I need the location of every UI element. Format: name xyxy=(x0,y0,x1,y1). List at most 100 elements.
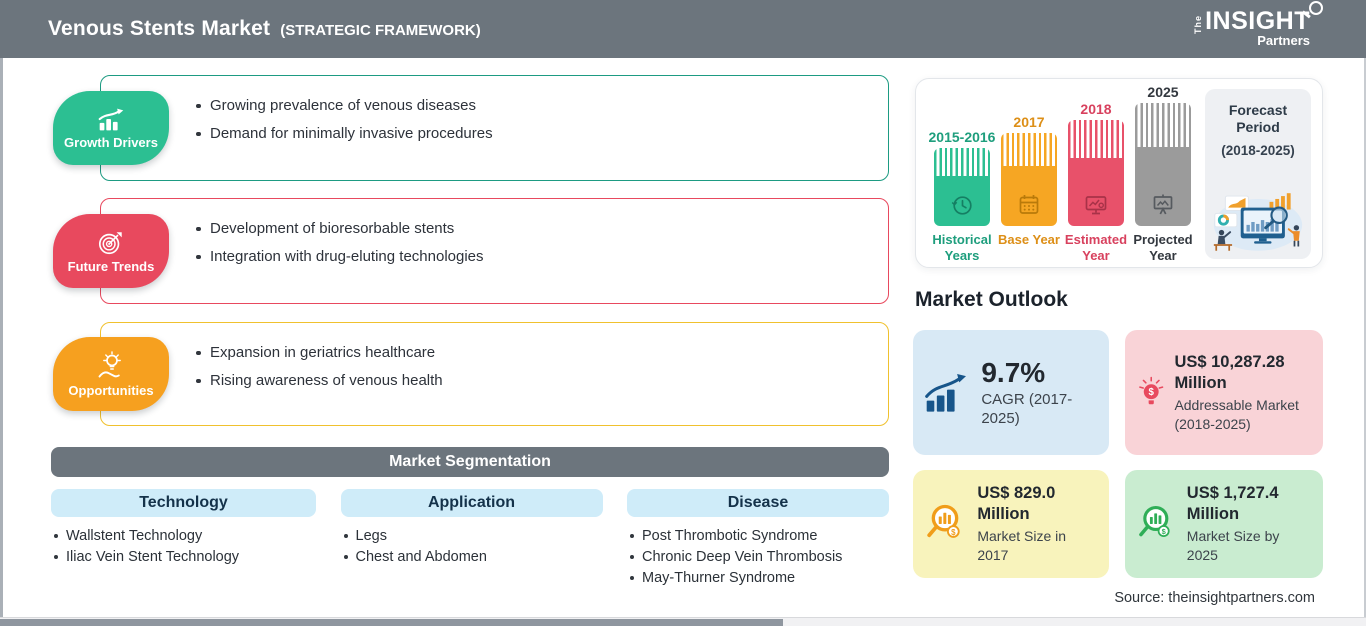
bullet-item: Rising awareness of venous health xyxy=(195,367,443,395)
bar xyxy=(1068,120,1124,226)
opportunities-bullets: Expansion in geriatrics healthcare Risin… xyxy=(195,339,443,395)
addressable-market-card: $ US$ 10,287.28 Million Addressable Mark… xyxy=(1125,330,1323,455)
addressable-value: US$ 10,287.28 Million xyxy=(1174,352,1285,392)
section-opportunities: Opportunities Expansion in geriatrics he… xyxy=(53,322,889,426)
market-size-2017-card: $ US$ 829.0 Million Market Size in 2017 xyxy=(913,470,1109,578)
bar-solid xyxy=(1135,147,1191,226)
content-area: Growth Drivers Growing prevalence of ven… xyxy=(0,58,1366,617)
bar xyxy=(1001,133,1057,226)
badge-label: Opportunities xyxy=(68,382,154,398)
horizontal-scrollbar-thumb[interactable] xyxy=(0,619,783,626)
growth-drivers-badge: Growth Drivers xyxy=(53,91,169,165)
market-2025-label: Market Size by 2025 xyxy=(1186,528,1280,563)
cagr-card-text: 9.7% CAGR (2017-2025) xyxy=(981,356,1099,428)
segmentation-column-application: Application Legs Chest and Abdomen xyxy=(340,489,603,589)
timeline-bars: 2015-2016 Historical Years xyxy=(929,79,1208,269)
future-trends-box xyxy=(100,198,889,304)
growth-drivers-bullets: Growing prevalence of venous diseases De… xyxy=(195,92,493,148)
horizontal-scrollbar[interactable] xyxy=(0,617,1366,626)
column-header: Application xyxy=(340,489,603,517)
bar-solid xyxy=(1001,166,1057,226)
bar-caption: Estimated Year xyxy=(1064,232,1128,263)
cagr-label: CAGR (2017-2025) xyxy=(981,390,1073,427)
list-item: Post Thrombotic Syndrome xyxy=(629,526,889,547)
timeline-bar-estimated: 2018 Estimated Year xyxy=(1065,101,1127,263)
list-item: Chest and Abdomen xyxy=(343,547,603,568)
page-title-main: Venous Stents Market xyxy=(48,17,271,40)
bar-year-label: 2018 xyxy=(1080,101,1112,117)
segmentation-columns: Technology Wallstent Technology Iliac Ve… xyxy=(51,489,889,589)
technology-items: Wallstent Technology Iliac Vein Stent Te… xyxy=(51,526,316,568)
source-attribution: Source: theinsightpartners.com xyxy=(1114,590,1315,606)
forecast-panel: Forecast Period (2018-2025) xyxy=(1205,89,1311,259)
projection-screen-icon xyxy=(1153,194,1173,215)
timeline-bar-projected: 2025 Projected Year xyxy=(1133,84,1192,263)
cagr-card: 9.7% CAGR (2017-2025) xyxy=(913,330,1109,455)
future-trends-badge: Future Trends xyxy=(53,214,169,288)
bar xyxy=(934,148,990,226)
svg-text:$: $ xyxy=(1149,386,1155,397)
bar-caption: Projected Year xyxy=(1133,232,1193,263)
badge-label: Growth Drivers xyxy=(64,134,158,150)
list-item: Iliac Vein Stent Technology xyxy=(53,547,316,568)
segmentation-column-disease: Disease Post Thrombotic Syndrome Chronic… xyxy=(627,489,889,589)
list-item: Wallstent Technology xyxy=(53,526,316,547)
svg-text:$: $ xyxy=(951,528,956,537)
target-dart-icon xyxy=(98,231,122,254)
bar-stripes xyxy=(934,148,990,177)
badge-label: Future Trends xyxy=(67,258,155,274)
forecast-title-line1: Forecast xyxy=(1228,102,1288,118)
addressable-card-text: US$ 10,287.28 Million Addressable Market… xyxy=(1174,352,1313,434)
forecast-range: (2018-2025) xyxy=(1221,143,1295,158)
market-outlook-title: Market Outlook xyxy=(915,288,1068,311)
forecast-title-line2: Period xyxy=(1236,119,1280,135)
bar-stripes xyxy=(1001,133,1057,167)
market-segmentation-title: Market Segmentation xyxy=(389,453,551,470)
segmentation-column-technology: Technology Wallstent Technology Iliac Ve… xyxy=(51,489,316,589)
bar-year-label: 2017 xyxy=(1013,114,1045,130)
cagr-value: 9.7% xyxy=(981,356,1046,388)
bullet-item: Demand for minimally invasive procedures xyxy=(195,120,493,148)
bullet-item: Integration with drug-eluting technologi… xyxy=(195,243,484,271)
insight-partners-logo: The INSIGHT Partners xyxy=(1193,1,1323,48)
list-item: Legs xyxy=(343,526,603,547)
header-bar: Venous Stents Market (STRATEGIC FRAMEWOR… xyxy=(0,0,1366,58)
timeline-bar-base: 2017 xyxy=(998,114,1060,247)
list-item: May-Thurner Syndrome xyxy=(629,568,889,589)
hand-lightbulb-icon xyxy=(98,350,121,377)
history-clock-icon xyxy=(951,196,972,215)
opportunities-badge: Opportunities xyxy=(53,337,169,411)
bar-solid xyxy=(934,176,990,226)
magnifier-chart-icon: $ xyxy=(1139,505,1170,538)
page-title: Venous Stents Market (STRATEGIC FRAMEWOR… xyxy=(48,17,481,41)
logo-the-text: The xyxy=(1193,14,1204,34)
lightbulb-dollar-icon: $ xyxy=(1139,376,1164,404)
monitor-analytics-icon xyxy=(1085,196,1107,215)
market-size-2025-card: $ US$ 1,727.4 Million Market Size by 202… xyxy=(1125,470,1323,578)
magnifier-lens-icon xyxy=(1309,1,1323,15)
section-future-trends: Future Trends Development of bioresorbab… xyxy=(53,198,889,304)
section-growth-drivers: Growth Drivers Growing prevalence of ven… xyxy=(53,75,889,181)
bar-solid xyxy=(1068,158,1124,226)
list-item: Chronic Deep Vein Thrombosis xyxy=(629,547,889,568)
market-segmentation-header: Market Segmentation xyxy=(51,447,889,477)
logo-insight-text: INSIGHT xyxy=(1205,7,1310,35)
market-2017-label: Market Size in 2017 xyxy=(977,528,1067,563)
bullet-item: Expansion in geriatrics healthcare xyxy=(195,339,443,367)
market-2025-value: US$ 1,727.4 Million xyxy=(1186,484,1279,523)
application-items: Legs Chest and Abdomen xyxy=(341,526,603,568)
bar-chart-arrow-icon xyxy=(925,373,967,412)
column-header: Technology xyxy=(51,489,316,517)
future-trends-bullets: Development of bioresorbable stents Inte… xyxy=(195,215,484,271)
opportunities-box xyxy=(100,322,889,426)
bar xyxy=(1135,103,1191,226)
bar-year-label: 2025 xyxy=(1147,84,1179,100)
outlook-cards: 9.7% CAGR (2017-2025) $ US$ 10,287.28 Mi… xyxy=(913,330,1323,578)
growth-drivers-box xyxy=(100,75,889,181)
magnifier-chart-icon: $ xyxy=(927,504,960,538)
market-2017-card-text: US$ 829.0 Million Market Size in 2017 xyxy=(977,483,1099,565)
market-2025-card-text: US$ 1,727.4 Million Market Size by 2025 xyxy=(1187,483,1313,565)
svg-text:$: $ xyxy=(1162,527,1167,536)
timeline-bar-historical: 2015-2016 Historical Years xyxy=(929,129,996,263)
